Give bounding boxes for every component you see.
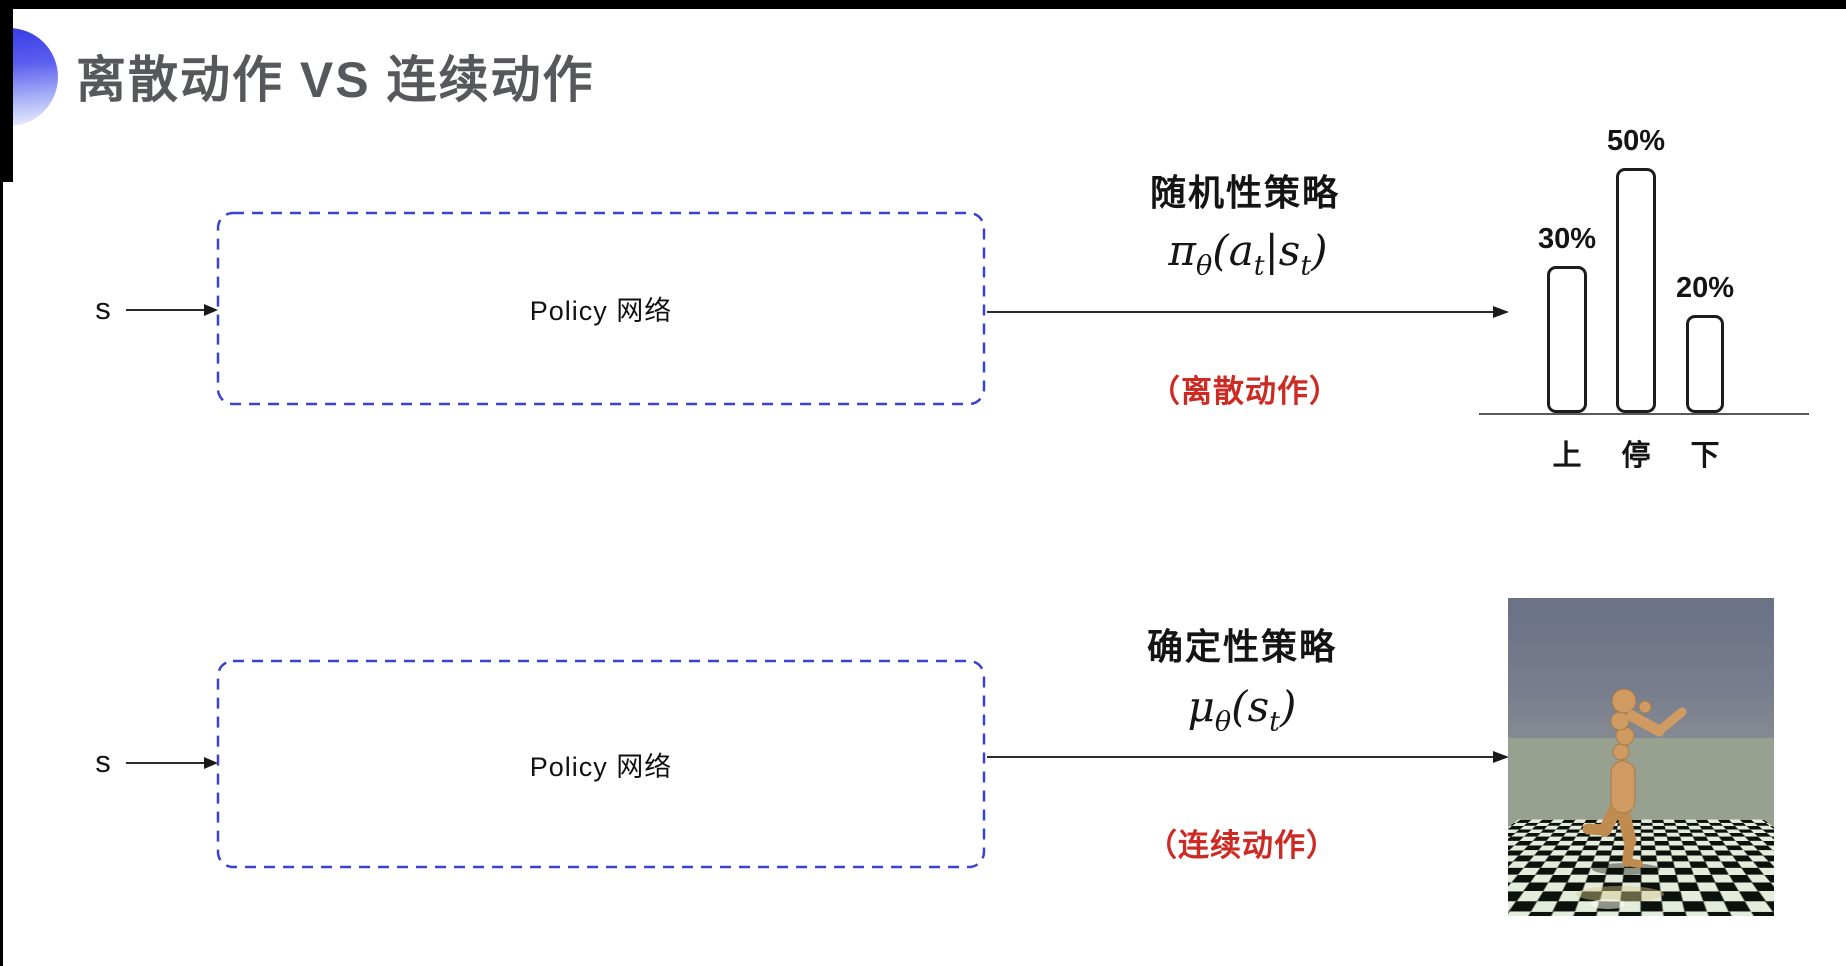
bar-category-label: 停: [1621, 440, 1651, 472]
state-symbol: s: [1247, 682, 1270, 731]
page-title: 离散动作 VS 连续动作: [76, 52, 595, 108]
theta-subscript: θ: [1196, 250, 1213, 282]
t-subscript: t: [1269, 706, 1280, 738]
arrowhead-icon: [204, 757, 218, 769]
dashed-border: [216, 211, 986, 406]
probability-bar: [1547, 266, 1587, 413]
bar-category-label: 上: [1552, 440, 1582, 472]
arrowhead-icon: [1493, 751, 1509, 763]
arrowhead-icon: [204, 304, 218, 316]
open-paren: (: [1212, 226, 1229, 275]
bar-value-label: 50%: [1606, 125, 1666, 157]
bar-value-label: 30%: [1537, 223, 1597, 255]
action-probability-chart: 30% 上 50% 停 20% 下: [1479, 98, 1811, 472]
conditional-bar: |: [1264, 226, 1279, 275]
bar-category-label: 下: [1690, 440, 1720, 472]
input-arrow-top: [126, 304, 218, 316]
action-symbol: a: [1228, 226, 1254, 275]
mu-symbol: μ: [1187, 682, 1215, 731]
close-paren: ): [1279, 682, 1297, 731]
deterministic-policy-formula: μθ(st): [1082, 682, 1402, 737]
policy-network-box-top: Policy 网络: [216, 211, 986, 406]
state-input-label-bottom: s: [95, 744, 111, 779]
discrete-action-label: （离散动作）: [1149, 374, 1341, 409]
close-paren: ): [1311, 226, 1328, 275]
state-symbol: s: [1278, 226, 1301, 275]
policy-network-box-bottom: Policy 网络: [216, 659, 986, 869]
letterbox-left-bar: [0, 0, 13, 182]
t-subscript: t: [1253, 250, 1265, 282]
letterbox-top-bar: [0, 0, 1846, 9]
probability-bar: [1686, 315, 1724, 413]
bar-value-label: 20%: [1675, 272, 1735, 304]
input-arrow-bottom: [126, 757, 218, 769]
theta-subscript: θ: [1214, 706, 1232, 738]
humanoid-simulation-image: [1508, 598, 1774, 916]
arrowhead-icon: [1493, 306, 1509, 318]
stochastic-policy-formula: πθ(at|st): [1088, 226, 1408, 281]
left-edge-line: [0, 0, 3, 966]
open-paren: (: [1231, 682, 1248, 731]
policy-box-label-bottom: Policy 网络: [529, 751, 673, 782]
deterministic-policy-title: 确定性策略: [1146, 626, 1337, 667]
humanoid-figure: [1576, 688, 1687, 909]
horizon-haze: [1508, 738, 1774, 768]
continuous-action-label: （连续动作）: [1146, 828, 1338, 863]
output-arrow-top: [987, 306, 1509, 318]
dashed-border: [216, 659, 986, 869]
t-subscript: t: [1300, 250, 1312, 282]
policy-box-label-top: Policy 网络: [529, 296, 673, 326]
stochastic-policy-title: 随机性策略: [1149, 172, 1340, 213]
chart-baseline-axis: [1479, 413, 1809, 415]
output-arrow-bottom: [987, 751, 1509, 763]
state-input-label-top: s: [95, 291, 111, 326]
pi-symbol: π: [1168, 226, 1197, 275]
probability-bar: [1616, 168, 1656, 413]
